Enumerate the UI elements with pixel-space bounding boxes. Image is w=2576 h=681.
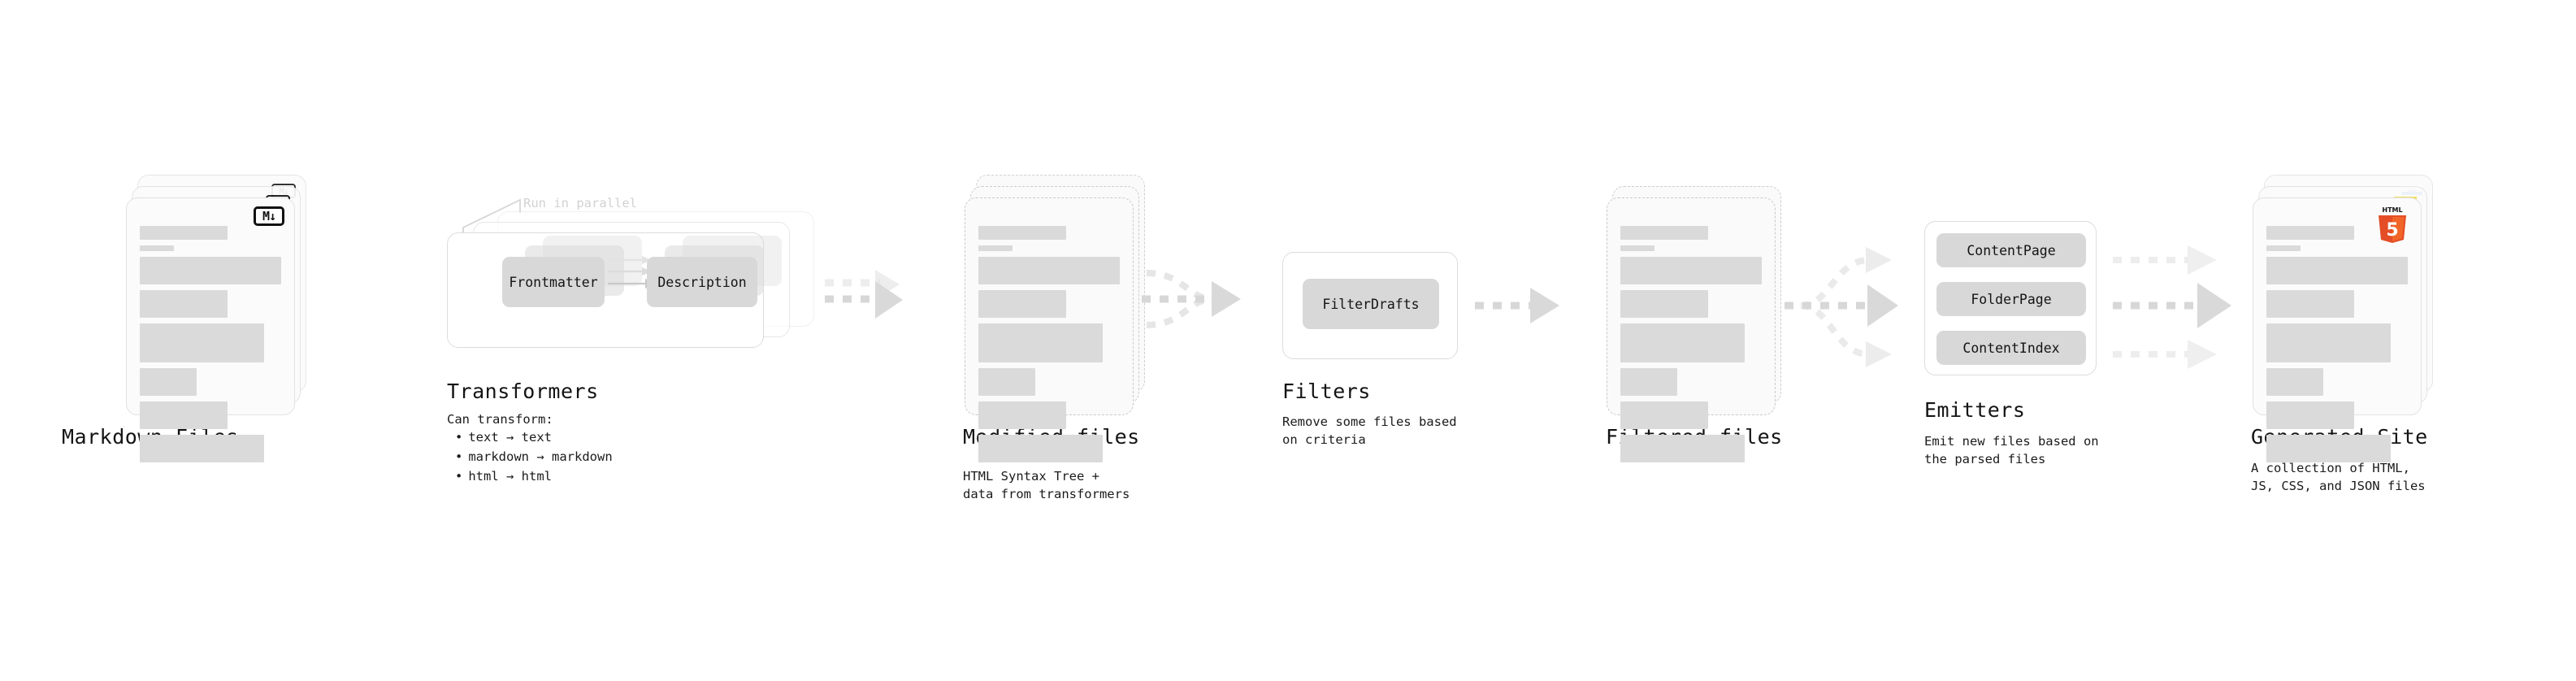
skeleton-bar bbox=[140, 290, 228, 318]
skeleton-bar bbox=[140, 368, 197, 396]
transformers-title: Transformers bbox=[447, 380, 599, 403]
document-skeleton bbox=[2266, 226, 2408, 462]
skeleton-bar bbox=[140, 323, 265, 362]
skeleton-bar bbox=[978, 368, 1035, 396]
skeleton-bar bbox=[2266, 257, 2408, 284]
skeleton-bar bbox=[2266, 245, 2301, 251]
skeleton-bar bbox=[2266, 401, 2354, 429]
emitter-pill-contentpage[interactable]: ContentPage bbox=[1936, 233, 2086, 267]
transformers-intro: Can transform: bbox=[447, 412, 553, 427]
markdown-file-stack: M↓ M↓ M↓ bbox=[126, 175, 306, 462]
filters-panel: FilterDrafts bbox=[1282, 252, 1458, 359]
emitters-subtitle: Emit new files based on the parsed files bbox=[1924, 434, 2099, 467]
skeleton-bar bbox=[2266, 435, 2392, 462]
skeleton-bar bbox=[2266, 368, 2323, 396]
skeleton-bar bbox=[140, 245, 174, 251]
list-item: markdown → markdown bbox=[455, 448, 612, 467]
markdown-icon: M↓ bbox=[254, 206, 284, 226]
arrow-emitters-to-generated bbox=[2113, 232, 2243, 382]
skeleton-bar bbox=[1620, 401, 1708, 429]
skeleton-bar bbox=[1620, 323, 1746, 362]
arrow-modified-to-filters bbox=[1142, 258, 1247, 343]
arrow-filtered-to-emitters bbox=[1785, 232, 1906, 382]
document-skeleton bbox=[140, 226, 281, 462]
skeleton-bar bbox=[1620, 257, 1762, 284]
skeleton-bar bbox=[140, 401, 228, 429]
document-skeleton bbox=[978, 226, 1120, 462]
skeleton-bar bbox=[978, 290, 1066, 318]
skeleton-bar bbox=[978, 323, 1104, 362]
skeleton-bar bbox=[140, 257, 281, 284]
markdown-file-front: M↓ bbox=[126, 197, 295, 462]
filtered-file-front bbox=[1607, 197, 1776, 462]
list-item: text → text bbox=[455, 428, 613, 448]
filter-pill-filterdrafts[interactable]: FilterDrafts bbox=[1303, 279, 1439, 329]
filters-title: Filters bbox=[1282, 380, 1371, 403]
skeleton-bar bbox=[978, 245, 1013, 251]
skeleton-bar bbox=[140, 226, 228, 240]
modified-file-front bbox=[965, 197, 1134, 462]
stage-modified-files bbox=[965, 175, 1145, 462]
skeleton-bar bbox=[1620, 245, 1654, 251]
run-in-parallel-label: Run in parallel bbox=[523, 196, 637, 210]
skeleton-bar bbox=[978, 401, 1066, 429]
skeleton-bar bbox=[1620, 368, 1677, 396]
filtered-file-stack bbox=[1607, 186, 1781, 462]
svg-text:HTML: HTML bbox=[2382, 206, 2402, 214]
transformer-pill-frontmatter[interactable]: Frontmatter bbox=[502, 257, 605, 307]
skeleton-bar bbox=[978, 257, 1120, 284]
generated-site-subtitle: A collection of HTML, JS, CSS, and JSON … bbox=[2251, 461, 2426, 494]
html5-icon: HTML 5 bbox=[2375, 205, 2409, 247]
emitter-pill-folderpage[interactable]: FolderPage bbox=[1936, 282, 2086, 316]
modified-file-stack bbox=[965, 175, 1145, 462]
emitter-pill-contentindex[interactable]: ContentIndex bbox=[1936, 331, 2086, 365]
skeleton-bar bbox=[978, 435, 1104, 462]
stage-emitters: ContentPage FolderPage ContentIndex bbox=[1924, 221, 2097, 375]
transformers-description: Can transform: text → text markdown → ma… bbox=[447, 410, 613, 486]
filters-subtitle: Remove some files based on criteria bbox=[1282, 414, 1457, 448]
skeleton-bar bbox=[140, 435, 265, 462]
stage-filters: FilterDrafts bbox=[1282, 252, 1458, 359]
skeleton-bar bbox=[2266, 290, 2354, 318]
skeleton-bar bbox=[2266, 226, 2354, 240]
emitters-panel: ContentPage FolderPage ContentIndex bbox=[1924, 221, 2097, 375]
skeleton-bar bbox=[1620, 290, 1708, 318]
stage-generated-site: CSS HTML 5 bbox=[2253, 175, 2433, 462]
arrow-transformers-to-modified bbox=[825, 263, 906, 338]
emitters-title: Emitters bbox=[1924, 398, 2026, 422]
stage-filtered-files bbox=[1607, 186, 1781, 462]
document-skeleton bbox=[1620, 226, 1762, 462]
transformer-pill-description[interactable]: Description bbox=[647, 257, 757, 307]
transformers-bullet-list: text → text markdown → markdown html → h… bbox=[455, 428, 613, 487]
list-item: html → html bbox=[455, 467, 613, 487]
skeleton-bar bbox=[978, 226, 1066, 240]
skeleton-bar bbox=[1620, 435, 1746, 462]
generated-file-stack: CSS HTML 5 bbox=[2253, 175, 2433, 462]
stage-transformers: Run in parallel Frontmatter Descr bbox=[445, 192, 827, 354]
skeleton-bar bbox=[1620, 226, 1708, 240]
svg-text:5: 5 bbox=[2386, 220, 2398, 241]
generated-file-front: HTML 5 bbox=[2253, 197, 2422, 462]
arrow-filters-to-filtered bbox=[1475, 281, 1564, 333]
modified-files-subtitle: HTML Syntax Tree + data from transformer… bbox=[963, 469, 1130, 502]
stage-markdown-files: M↓ M↓ M↓ bbox=[126, 175, 306, 462]
skeleton-bar bbox=[2266, 323, 2392, 362]
